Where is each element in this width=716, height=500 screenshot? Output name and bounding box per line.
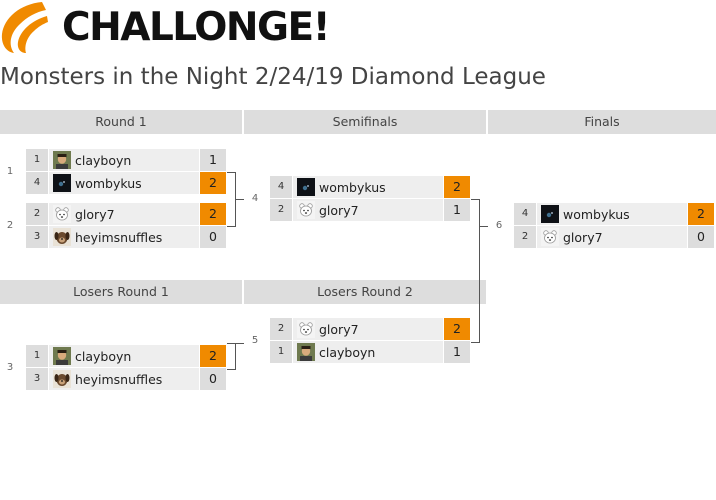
clayboyn-avatar (53, 151, 71, 169)
player-entry[interactable]: wombykus (49, 172, 199, 194)
wombykus-avatar (53, 174, 71, 192)
player-name: wombykus (319, 179, 386, 195)
match-number-1: 1 (6, 166, 14, 177)
player-entry[interactable]: clayboyn (293, 341, 443, 363)
player-row[interactable]: 1 clayboyn 1 (26, 149, 226, 171)
player-row[interactable]: 4 wombykus 2 (26, 172, 226, 194)
match-3[interactable]: 1 clayboyn 2 3 heyimsnuffles 0 (26, 345, 226, 391)
player-seed: 1 (270, 341, 292, 363)
player-seed: 2 (26, 203, 48, 225)
round-header-round-1: Round 1 (0, 110, 242, 134)
round-header-losers-round-2: Losers Round 2 (244, 280, 486, 304)
player-seed: 2 (270, 318, 292, 340)
player-entry[interactable]: wombykus (293, 176, 443, 198)
player-score: 1 (444, 199, 470, 221)
player-seed: 4 (26, 172, 48, 194)
bracket-connector (227, 343, 236, 370)
player-score: 2 (444, 318, 470, 340)
player-entry[interactable]: clayboyn (49, 149, 199, 171)
player-seed: 1 (26, 345, 48, 367)
player-seed: 2 (514, 226, 536, 248)
player-score: 0 (200, 368, 226, 390)
player-row[interactable]: 2 glory7 0 (514, 226, 714, 248)
match-number-6: 6 (495, 220, 503, 231)
heyimsnuffles-avatar (53, 228, 71, 246)
player-entry[interactable]: heyimsnuffles (49, 226, 199, 248)
player-seed: 4 (514, 203, 536, 225)
player-seed: 4 (270, 176, 292, 198)
player-score: 0 (200, 226, 226, 248)
player-entry[interactable]: glory7 (537, 226, 687, 248)
player-row[interactable]: 4 wombykus 2 (514, 203, 714, 225)
match-number-2: 2 (6, 220, 14, 231)
player-score: 0 (688, 226, 714, 248)
player-score: 2 (200, 203, 226, 225)
player-row[interactable]: 3 heyimsnuffles 0 (26, 226, 226, 248)
player-seed: 3 (26, 226, 48, 248)
match-number-4: 4 (251, 193, 259, 204)
player-entry[interactable]: heyimsnuffles (49, 368, 199, 390)
match-number-3: 3 (6, 362, 14, 373)
heyimsnuffles-avatar (53, 370, 71, 388)
player-row[interactable]: 2 glory7 2 (26, 203, 226, 225)
player-score: 2 (688, 203, 714, 225)
player-name: wombykus (75, 175, 142, 191)
player-name: glory7 (319, 202, 359, 218)
player-name: heyimsnuffles (75, 371, 163, 387)
player-score: 1 (444, 341, 470, 363)
player-entry[interactable]: glory7 (293, 318, 443, 340)
match-6[interactable]: 4 wombykus 2 2 glory7 0 (514, 203, 714, 249)
match-4[interactable]: 4 wombykus 2 2 glory7 1 (270, 176, 470, 222)
player-row[interactable]: 3 heyimsnuffles 0 (26, 368, 226, 390)
player-entry[interactable]: clayboyn (49, 345, 199, 367)
player-name: clayboyn (75, 152, 132, 168)
match-number-5: 5 (251, 335, 259, 346)
player-row[interactable]: 4 wombykus 2 (270, 176, 470, 198)
player-name: clayboyn (75, 348, 132, 364)
round-header-semifinals: Semifinals (244, 110, 486, 134)
player-name: clayboyn (319, 344, 376, 360)
glory7-avatar (541, 228, 559, 246)
clayboyn-avatar (297, 343, 315, 361)
player-name: heyimsnuffles (75, 229, 163, 245)
player-row[interactable]: 2 glory7 1 (270, 199, 470, 221)
round-header-losers-round-1: Losers Round 1 (0, 280, 242, 304)
player-score: 2 (200, 345, 226, 367)
challonge-logo-icon[interactable] (0, 0, 50, 55)
player-score: 2 (200, 172, 226, 194)
bracket-connector (235, 199, 244, 200)
player-name: glory7 (563, 229, 603, 245)
glory7-avatar (53, 205, 71, 223)
bracket-connector (479, 226, 488, 227)
player-row[interactable]: 2 glory7 2 (270, 318, 470, 340)
clayboyn-avatar (53, 347, 71, 365)
player-seed: 2 (270, 199, 292, 221)
player-score: 2 (444, 176, 470, 198)
player-name: wombykus (563, 206, 630, 222)
glory7-avatar (297, 201, 315, 219)
glory7-avatar (297, 320, 315, 338)
player-entry[interactable]: glory7 (293, 199, 443, 221)
bracket-connector (471, 199, 480, 343)
round-header-finals: Finals (488, 110, 716, 134)
challonge-logo-text[interactable]: CHALLONGE! (62, 5, 331, 50)
bracket-connector (235, 343, 244, 344)
player-name: glory7 (75, 206, 115, 222)
player-seed: 3 (26, 368, 48, 390)
player-row[interactable]: 1 clayboyn 1 (270, 341, 470, 363)
player-name: glory7 (319, 321, 359, 337)
wombykus-avatar (541, 205, 559, 223)
player-row[interactable]: 1 clayboyn 2 (26, 345, 226, 367)
player-entry[interactable]: wombykus (537, 203, 687, 225)
tournament-title: Monsters in the Night 2/24/19 Diamond Le… (0, 64, 546, 90)
player-entry[interactable]: glory7 (49, 203, 199, 225)
player-score: 1 (200, 149, 226, 171)
player-seed: 1 (26, 149, 48, 171)
wombykus-avatar (297, 178, 315, 196)
